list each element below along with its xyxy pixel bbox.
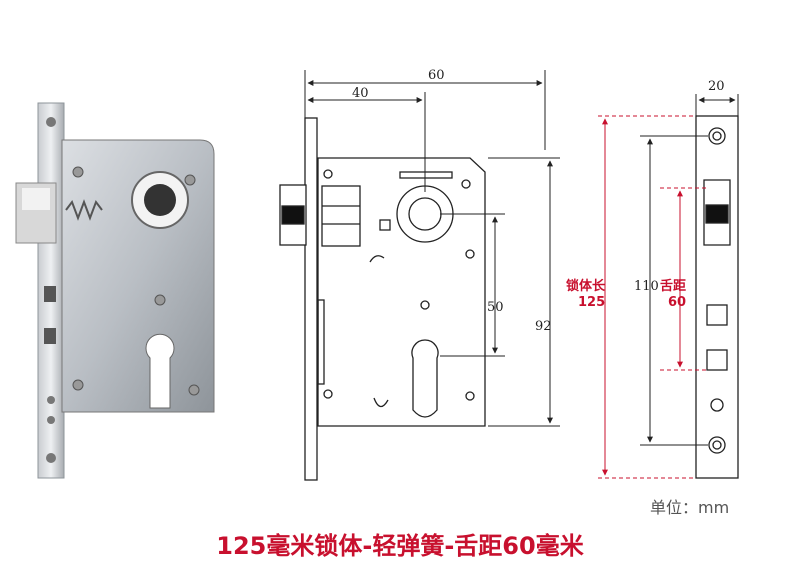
dim-body-height: 92 (535, 319, 552, 334)
screw-hole-icon (46, 117, 56, 127)
faceplate-outline (304, 117, 318, 481)
screw-hole-icon (46, 453, 56, 463)
red-dimensions (598, 115, 706, 479)
latch-bolt (281, 205, 305, 225)
cylinder-hole (145, 333, 175, 409)
lock-photo (15, 102, 215, 479)
spring (65, 199, 103, 221)
latch-distance-label: 舌距 (660, 278, 686, 294)
side-drawing (695, 115, 739, 479)
dim-side-width: 20 (708, 79, 725, 94)
body-length-label: 锁体长 (566, 278, 606, 294)
cylinder-hole (411, 339, 439, 418)
square-slot (44, 286, 56, 302)
latch-distance-value: 60 (668, 295, 686, 310)
dim-faceplate-length: 110 (634, 279, 659, 294)
square-slot (44, 328, 56, 344)
product-caption: 125毫米锁体-轻弹簧-舌距60毫米 (216, 532, 584, 560)
faceplate-side (695, 115, 739, 479)
side-dimensions (640, 94, 739, 446)
front-drawing (279, 117, 486, 481)
body-length-value: 125 (578, 295, 605, 310)
dim-center-distance: 50 (487, 300, 504, 315)
unit-label: 单位：mm (650, 498, 730, 517)
dim-overall-width: 60 (428, 68, 445, 83)
dim-backset: 40 (352, 86, 369, 101)
spindle-hole (144, 184, 176, 216)
front-dimensions (304, 70, 560, 427)
